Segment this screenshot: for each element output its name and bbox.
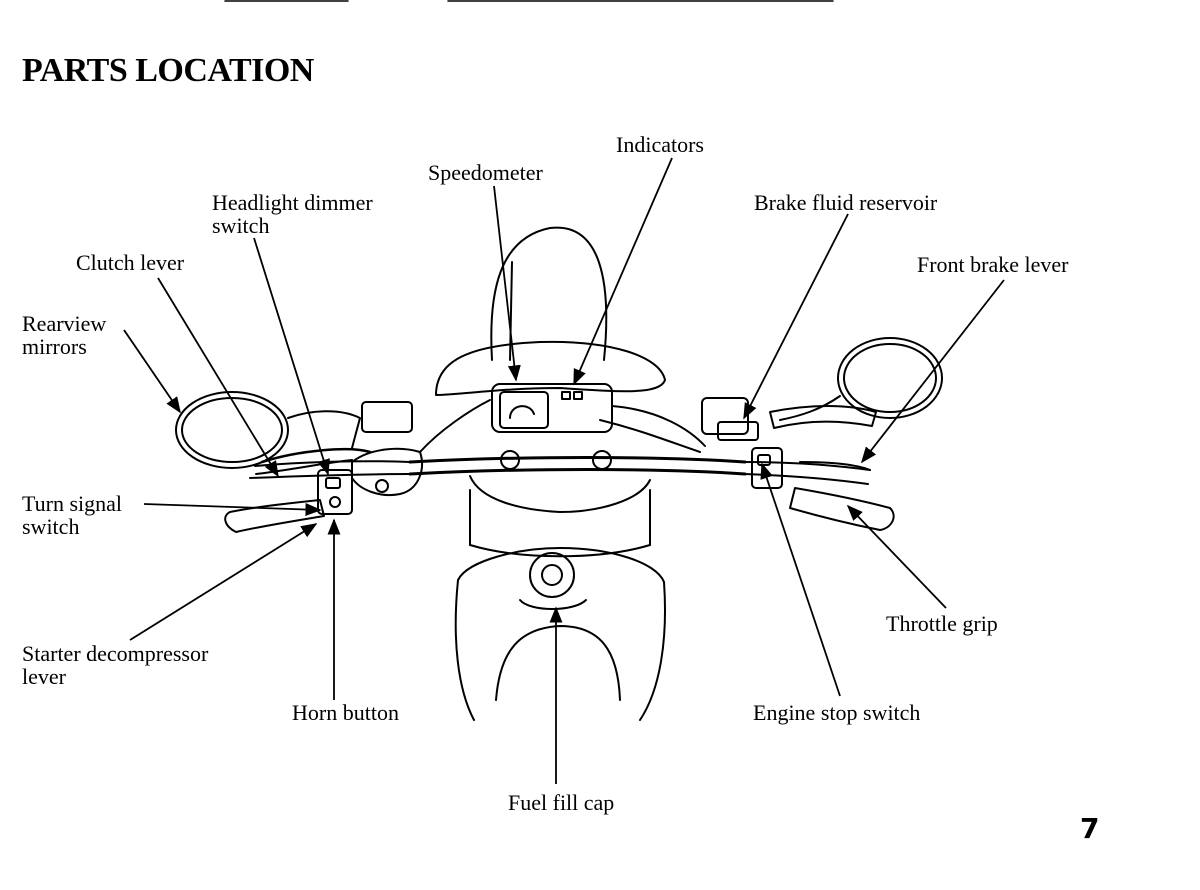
fuel-tank: [457, 547, 666, 721]
label-line: Starter decompressor: [22, 641, 209, 666]
engine-stop-leader: [760, 462, 841, 697]
rearview-mirror-leader: [123, 329, 181, 414]
page-title: PARTS LOCATION: [22, 52, 314, 89]
clutch-lever-leader: [157, 277, 279, 478]
label-headlight-dimmer-switch: Headlight dimmer switch: [212, 191, 373, 237]
label-line: switch: [22, 514, 80, 539]
label-line: Turn signal: [22, 491, 123, 516]
label-line: lever: [22, 664, 66, 689]
left-grip: [224, 499, 325, 533]
front-brake-lever-shape: [769, 405, 877, 429]
label-line: Headlight dimmer: [212, 190, 373, 215]
clutch-lever-shape: [260, 448, 372, 464]
left-mirror: [175, 391, 289, 469]
label-line: switch: [212, 213, 270, 238]
speedometer-housing: [491, 383, 613, 433]
right-mirror: [837, 337, 943, 419]
label-throttle-grip: Throttle grip: [886, 611, 998, 636]
right-switch-housing: [751, 447, 783, 489]
speedometer-leader: [493, 185, 521, 382]
label-starter-decompressor-lever: Starter decompressor lever: [22, 642, 208, 688]
label-speedometer: Speedometer: [428, 160, 543, 185]
handlebar: [408, 456, 747, 464]
label-line: mirrors: [22, 334, 87, 359]
fuel-cap: [529, 552, 575, 598]
left-switch-housing: [317, 469, 353, 515]
headlight-dimmer-leader: [253, 237, 330, 476]
starter-decompressor-leader: [129, 523, 318, 641]
label-rearview-mirrors: Rearview mirrors: [22, 312, 106, 358]
label-front-brake-lever: Front brake lever: [917, 252, 1069, 277]
label-engine-stop-switch: Engine stop switch: [753, 700, 921, 725]
label-turn-signal-switch: Turn signal switch: [22, 492, 122, 538]
triple-clamp: [469, 475, 651, 513]
label-clutch-lever: Clutch lever: [76, 250, 185, 275]
label-brake-fluid-reservoir: Brake fluid reservoir: [754, 190, 938, 215]
number-plate: [490, 226, 608, 361]
label-line: Rearview: [22, 311, 107, 336]
headlight-cowl: [435, 340, 666, 396]
page-number: 7: [1080, 812, 1100, 845]
label-fuel-fill-cap: Fuel fill cap: [508, 790, 615, 815]
brake-reservoir: [701, 397, 749, 435]
turn-signal-leader: [143, 503, 322, 516]
label-horn-button: Horn button: [292, 700, 399, 725]
indicators-leader: [573, 157, 673, 386]
throttle-grip-leader: [846, 504, 947, 609]
label-indicators: Indicators: [616, 132, 704, 157]
brake-reservoir-leader: [743, 213, 849, 420]
front-brake-leader: [861, 279, 1005, 464]
throttle-grip-shape: [789, 487, 895, 531]
